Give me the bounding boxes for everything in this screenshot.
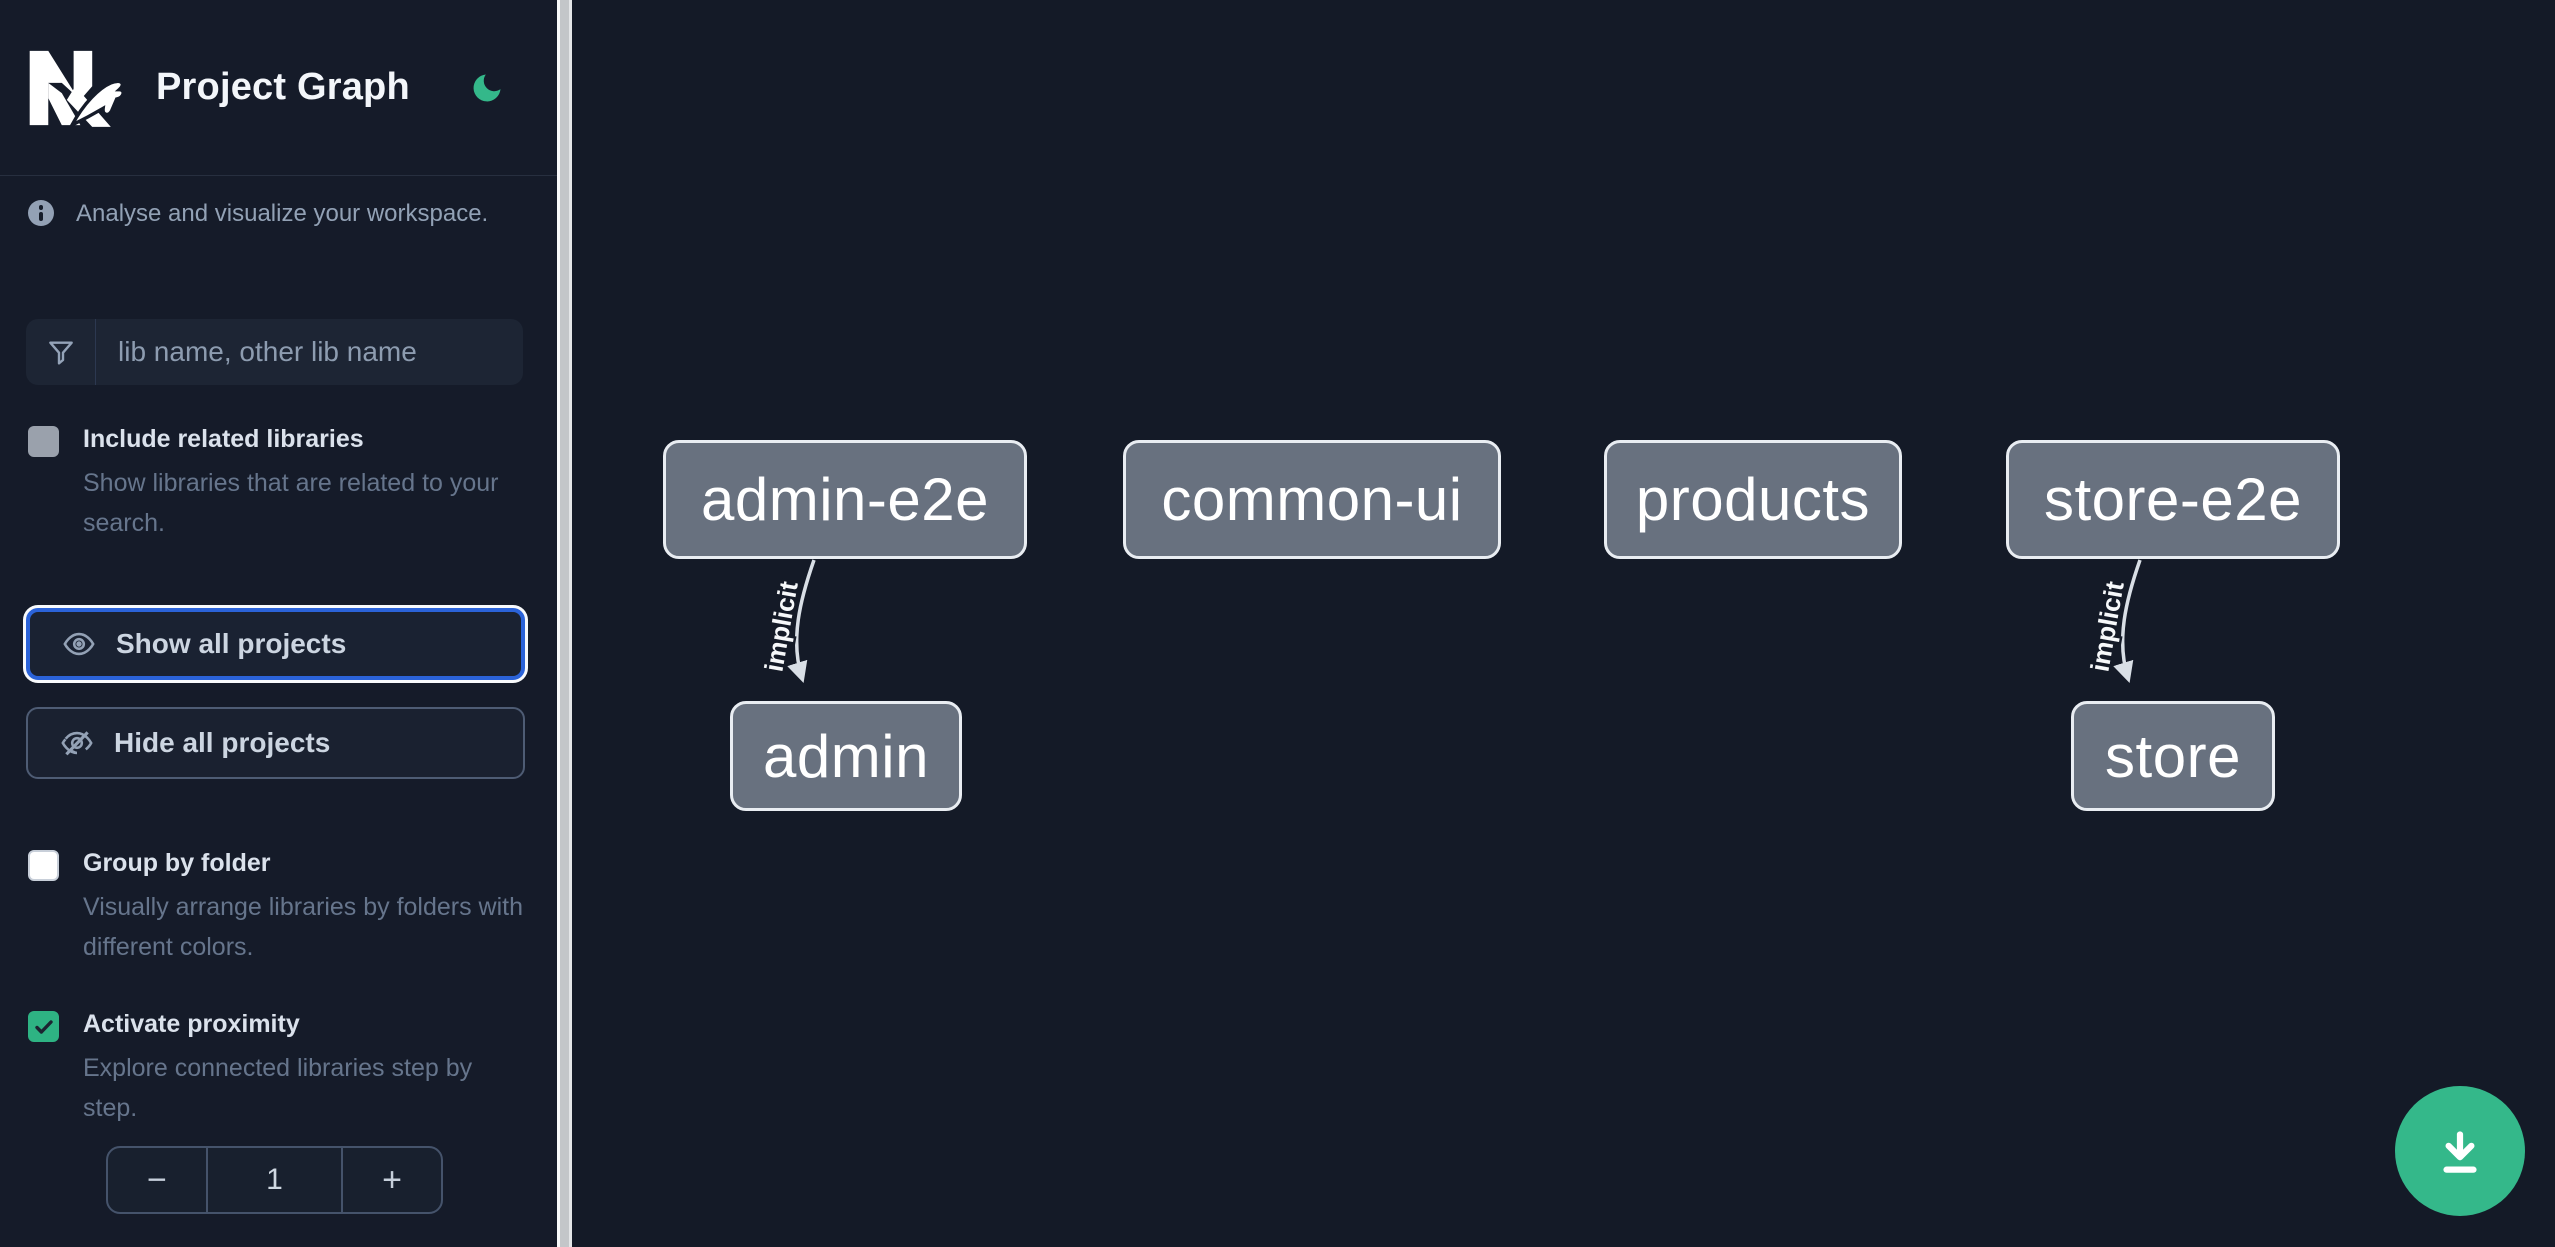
activate-proximity-description: Explore connected libraries step by step…: [83, 1054, 473, 1123]
edges-layer: implicit implicit: [756, 559, 2142, 684]
eye-off-icon: [61, 731, 93, 756]
activate-proximity-checkbox[interactable]: [28, 1011, 59, 1042]
sidebar-header: Project Graph: [0, 0, 557, 176]
filter-input-group: [26, 319, 523, 385]
filter-input[interactable]: [96, 319, 523, 385]
project-node-store[interactable]: store: [2071, 701, 2275, 811]
group-by-folder-description: Visually arrange libraries by folders wi…: [83, 893, 524, 962]
moon-icon: [473, 74, 501, 101]
workspace-info: Analyse and visualize your workspace.: [28, 198, 528, 229]
info-icon: [28, 200, 54, 226]
proximity-decrement-button[interactable]: −: [108, 1148, 206, 1212]
hide-all-projects-button[interactable]: Hide all projects: [26, 707, 525, 779]
project-node-admin-e2e[interactable]: admin-e2e: [663, 440, 1027, 559]
group-by-folder-label: Group by folder: [83, 849, 271, 877]
graph-canvas[interactable]: implicit implicit admin-e2e common-ui pr…: [572, 0, 2555, 1247]
sidebar: Project Graph Analyse and visualize your…: [0, 0, 557, 1247]
sidebar-resize-handle[interactable]: [557, 0, 572, 1247]
check-icon: [34, 1019, 53, 1034]
activate-proximity-label: Activate proximity: [83, 1010, 300, 1038]
nx-logo-icon: [29, 50, 125, 128]
theme-toggle-button[interactable]: [469, 70, 505, 106]
proximity-value: 1: [205, 1148, 344, 1212]
include-related-checkbox[interactable]: [28, 426, 59, 457]
show-all-projects-label: Show all projects: [116, 628, 347, 659]
hide-all-projects-label: Hide all projects: [114, 727, 331, 758]
include-related-option: Include related libraries Show libraries…: [28, 424, 528, 543]
funnel-icon: [26, 319, 96, 385]
show-all-projects-button[interactable]: Show all projects: [26, 608, 525, 680]
project-node-common-ui[interactable]: common-ui: [1123, 440, 1501, 559]
download-icon: [2443, 1131, 2477, 1173]
edge-store-e2e-store: [2113, 559, 2142, 684]
include-related-description: Show libraries that are related to your …: [83, 469, 499, 538]
group-by-folder-option: Group by folder Visually arrange librari…: [28, 848, 528, 967]
activate-proximity-option: Activate proximity Explore connected lib…: [28, 1009, 528, 1128]
info-text: Analyse and visualize your workspace.: [76, 200, 489, 227]
page-title: Project Graph: [156, 66, 410, 108]
proximity-increment-button[interactable]: +: [343, 1148, 441, 1212]
project-node-products[interactable]: products: [1604, 440, 1902, 559]
eye-icon: [63, 632, 95, 656]
group-by-folder-checkbox[interactable]: [28, 850, 59, 881]
download-button[interactable]: [2395, 1086, 2525, 1216]
proximity-stepper: − 1 +: [106, 1146, 443, 1214]
include-related-label: Include related libraries: [83, 425, 364, 453]
project-node-admin[interactable]: admin: [730, 701, 962, 811]
edge-admin-e2e-admin: [787, 559, 816, 684]
project-node-store-e2e[interactable]: store-e2e: [2006, 440, 2340, 559]
